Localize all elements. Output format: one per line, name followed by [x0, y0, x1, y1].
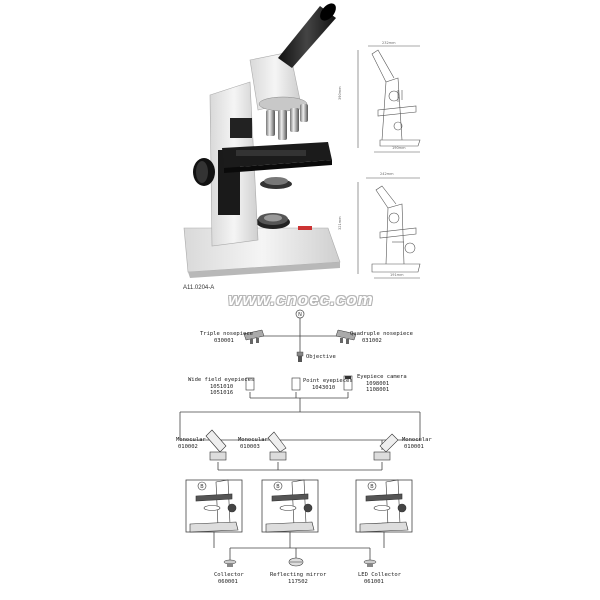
- dim-bottom-base: 191mm: [390, 273, 404, 277]
- dim-top-base: 190mm: [392, 146, 406, 150]
- model-label: A11.0204-A: [183, 285, 215, 291]
- led-collector-code: 061001: [364, 579, 384, 585]
- monocular-b-label: Monocular: [238, 437, 268, 443]
- svg-text:B: B: [276, 484, 280, 490]
- microscope-photo: [183, 3, 341, 278]
- monocular-head-icon-c: [373, 433, 399, 461]
- quadruple-nosepiece-code: 031002: [362, 338, 382, 344]
- collector-code: 060001: [218, 579, 238, 585]
- wide-field-eyepiece-icon: [245, 377, 255, 391]
- monocular-head-icon-b: [267, 431, 287, 461]
- wide-field-eyepieces-code-1: 1051010: [210, 384, 234, 390]
- triple-nosepiece-code: 030001: [214, 338, 234, 344]
- reflecting-mirror-code: 117502: [288, 579, 308, 585]
- wide-field-eyepieces-code-2: 1051016: [210, 390, 234, 396]
- reflecting-mirror-icon: [288, 557, 304, 567]
- microscope-body-icon-right: B: [359, 479, 409, 533]
- dimension-drawing-bottom: [357, 177, 421, 279]
- point-eyepiece-icon: [291, 377, 301, 391]
- led-collector-label: LED Collector: [358, 572, 402, 578]
- monocular-c-label: Monocular: [402, 437, 432, 443]
- quadruple-nosepiece-icon: [335, 329, 357, 344]
- monocular-head-icon-a: [205, 429, 227, 461]
- point-eyepieces-label: Point eyepieces: [303, 378, 353, 384]
- point-eyepieces-code: 1043010: [312, 385, 336, 391]
- eyepiece-camera-code-2: 1108001: [366, 387, 390, 393]
- monocular-a-code: 010002: [178, 444, 198, 450]
- svg-text:B: B: [200, 484, 204, 490]
- collector-label: Collector: [214, 572, 244, 578]
- dim-bottom-width: 242mm: [380, 172, 394, 176]
- collector-icon: [223, 559, 237, 567]
- objective-label: Objective: [306, 354, 336, 360]
- eyepiece-camera-label: Eyepiece camera: [357, 374, 407, 380]
- objective-icon: [296, 351, 304, 362]
- eyepiece-camera-code-1: 1098001: [366, 381, 390, 387]
- eyepiece-camera-icon: [343, 375, 353, 391]
- led-collector-icon: [363, 559, 377, 567]
- dim-top-width: 232mm: [382, 41, 396, 45]
- monocular-b-code: 010003: [240, 444, 260, 450]
- svg-text:B: B: [370, 484, 374, 490]
- reflecting-mirror-label: Reflecting mirror: [270, 572, 327, 578]
- monocular-c-code: 010001: [404, 444, 424, 450]
- svg-text:N: N: [298, 312, 302, 318]
- triple-nosepiece-label: Triple nosepiece: [200, 331, 253, 337]
- node-mark-top: N: [295, 309, 305, 319]
- triple-nosepiece-icon: [243, 329, 265, 344]
- monocular-a-label: Monocular: [176, 437, 206, 443]
- microscope-body-icon-left: B: [189, 479, 239, 533]
- watermark: www.cnoec.com: [228, 290, 374, 309]
- wide-field-eyepieces-label: Wide field eyepieces: [188, 377, 255, 383]
- quadruple-nosepiece-label: Quadruple nosepiece: [350, 331, 413, 337]
- microscope-body-icon-middle: B: [265, 479, 315, 533]
- dimension-drawing-top: [357, 45, 421, 153]
